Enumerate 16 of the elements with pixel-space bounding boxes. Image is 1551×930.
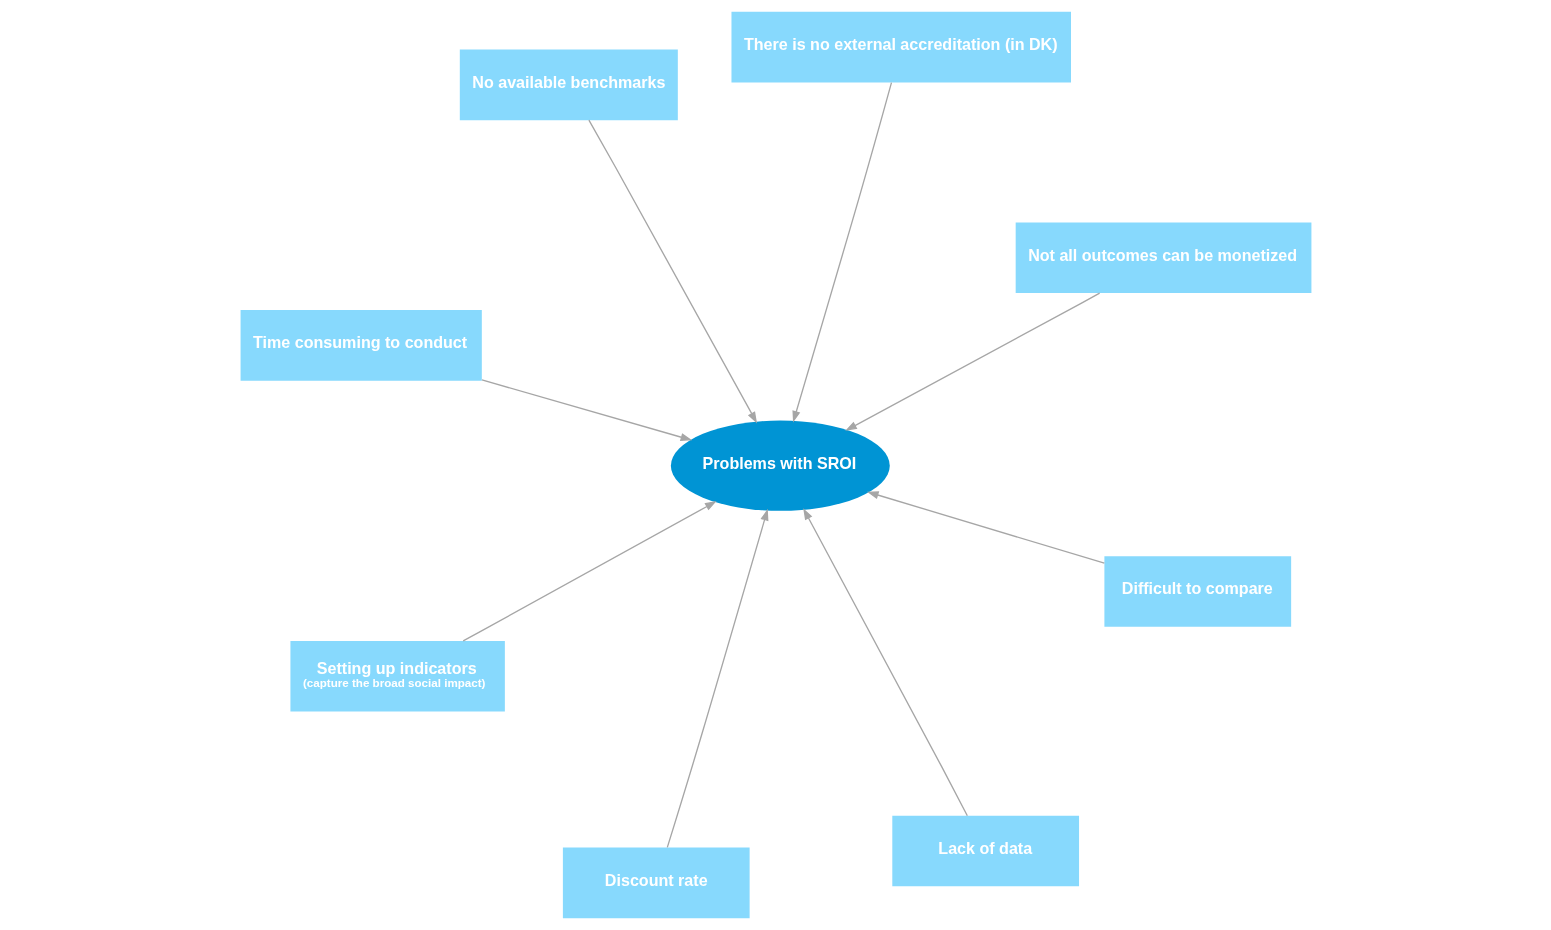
node-box: Time consuming to conduct [240, 310, 482, 381]
arrow [866, 491, 1105, 564]
arrow [802, 508, 968, 817]
arrow [666, 508, 768, 849]
node-box: Difficult to compare [1103, 556, 1291, 627]
arrow [480, 379, 692, 442]
node-box: There is no external accreditation (in DK) [730, 11, 1071, 83]
arrow [587, 119, 757, 424]
arrow [844, 292, 1100, 431]
arrow [462, 501, 717, 642]
node-box: Not all outcomes can be monetized [1015, 222, 1311, 294]
node-box: No available benchmarks [459, 49, 678, 121]
arrow [791, 82, 892, 423]
node-box: Lack of data [891, 815, 1079, 887]
node-box: Discount rate [562, 847, 750, 919]
node-box: Setting up indicators (capture the broad social impact) [289, 640, 505, 712]
